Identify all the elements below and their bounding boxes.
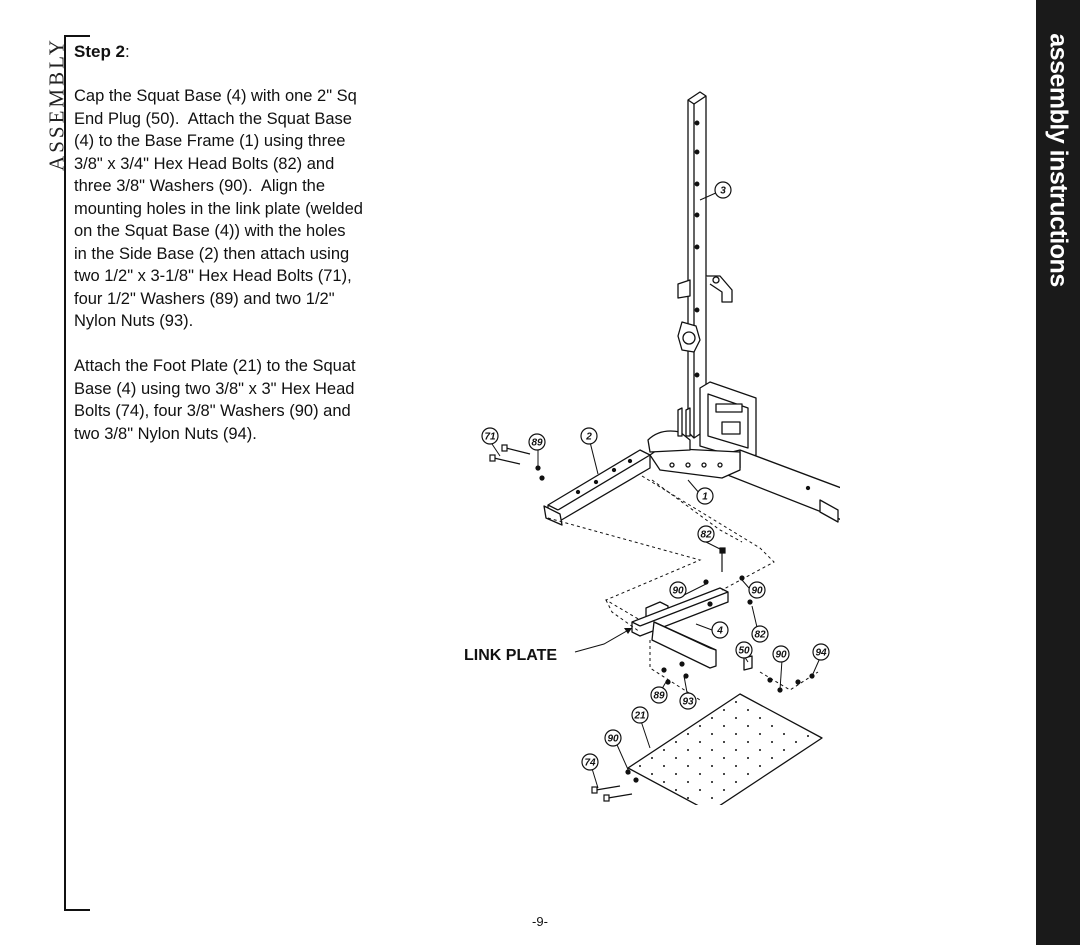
- step-label: Step 2: [74, 42, 126, 61]
- callout-4: 4: [716, 626, 723, 637]
- callout-90-plate: 90: [607, 734, 619, 745]
- callout-82: 82: [700, 530, 712, 541]
- foot-plate-holes: [639, 701, 809, 799]
- hardware: [489, 444, 815, 802]
- step-colon: :: [125, 42, 130, 61]
- callout-94: 94: [815, 648, 827, 659]
- callout-90-right: 90: [751, 586, 763, 597]
- callout-90-foot: 90: [775, 650, 787, 661]
- instruction-paragraph-2: Attach the Foot Plate (21) to the Squat …: [74, 357, 356, 443]
- callout-labels: 3 71 89 2 1 82 90 90 4 82 50 90 94 89 93…: [484, 186, 827, 769]
- text-bracket: [64, 35, 90, 911]
- callout-74: 74: [584, 758, 596, 769]
- link-plate-label: LINK PLATE: [464, 647, 557, 664]
- callout-circles: [481, 181, 830, 771]
- callout-82-lower: 82: [754, 630, 766, 641]
- callout-21: 21: [633, 711, 646, 722]
- callout-89: 89: [531, 438, 543, 449]
- instruction-paragraph-1: Cap the Squat Base (4) with one 2" Sq En…: [74, 87, 363, 330]
- callout-1: 1: [702, 492, 708, 503]
- callout-93: 93: [682, 697, 694, 708]
- callout-50: 50: [738, 646, 750, 657]
- section-tab: assembly instructions: [1036, 0, 1080, 945]
- assembly-diagram: 3 71 89 2 1 82 90 90 4 82 50 90 94 89 93…: [464, 91, 840, 805]
- step-heading: Step 2:: [74, 42, 130, 62]
- callout-89-lower: 89: [653, 691, 665, 702]
- alignment-lines: [547, 475, 819, 701]
- callout-3: 3: [720, 186, 726, 197]
- section-tab-label: assembly instructions: [1044, 33, 1073, 287]
- callout-2: 2: [585, 432, 592, 443]
- callout-90-left: 90: [672, 586, 684, 597]
- page-number: -9-: [532, 914, 548, 929]
- callout-71: 71: [484, 432, 496, 443]
- link-plate-arrow: [624, 628, 632, 634]
